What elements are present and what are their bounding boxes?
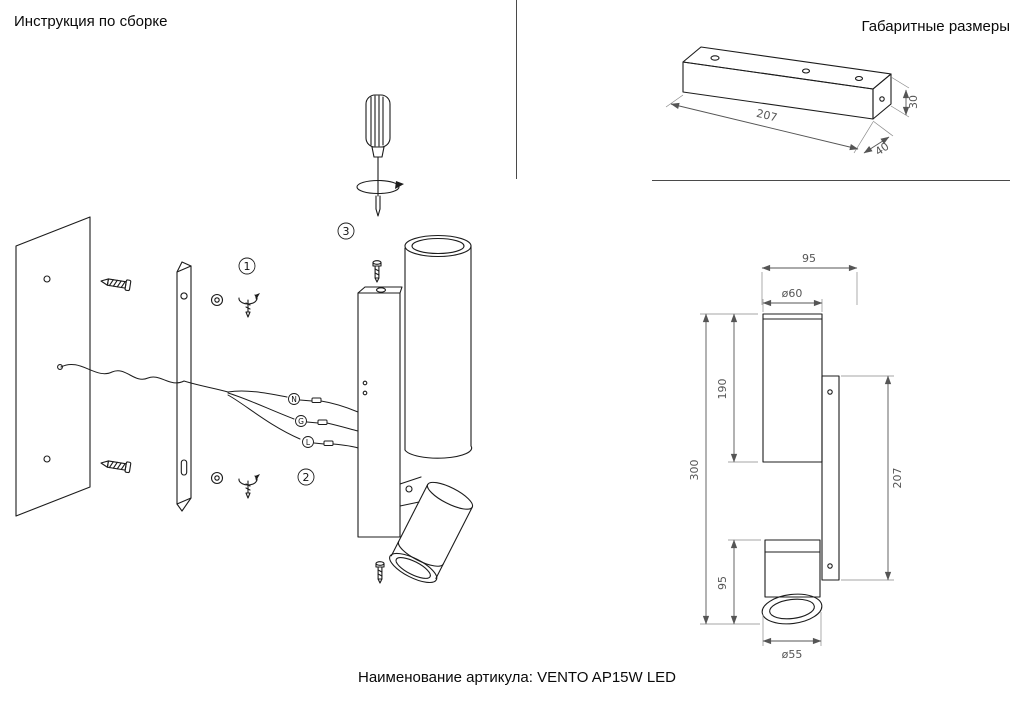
dim-spot-diameter: ø55 [782,648,803,661]
step-3-badge: 3 [337,222,355,240]
dimensions-section-title: Габаритные размеры [861,18,1010,35]
step-2-badge: 2 [297,468,315,486]
dim-bracket-depth: 40 [873,140,892,159]
top-center-divider [516,0,517,179]
wire-label-live: L [306,438,311,447]
lamp-spotlight [389,481,474,584]
mounting-screw-top [99,275,132,292]
wire-label-ground: G [298,417,304,426]
lamp-head-cylinder [404,234,473,459]
article-name: Наименование артикула: VENTO AP15W LED [357,669,677,686]
lamp-body [357,286,403,538]
step-1-badge: 1 [238,257,256,275]
washer-bottom [210,471,224,485]
fixing-bolt-bottom [375,561,385,584]
screw-turn-icon-top [238,292,261,318]
right-section-divider [652,180,1010,181]
lamp-side-view [761,313,840,625]
wiring [60,364,359,449]
dim-overall-height: 300 [688,460,701,481]
wire-label-neutral: N [291,395,297,404]
wall-plate [15,216,91,517]
spotlight-mount [399,476,422,507]
washer-top [210,293,224,307]
screwdriver [356,94,404,217]
dim-head-diameter: ø60 [782,287,803,300]
dim-bracket-length: 207 [755,107,778,125]
screw-turn-icon-bottom [238,473,261,499]
dimensions-diagram: 207 40 30 95 ø60 [665,46,920,661]
wire-terminal-labels: N G L [288,393,314,448]
bracket-3d-view [682,46,892,120]
fixing-bolt-top [372,260,382,283]
step-1-number: 1 [244,260,251,273]
dim-head-height: 190 [716,379,729,400]
dim-spot-section-height: 95 [716,576,729,590]
step-2-number: 2 [303,471,310,484]
assembly-diagram: 1 2 3 [15,94,474,584]
step-3-number: 3 [343,225,350,238]
dim-plate-height: 207 [891,468,904,489]
side-view-dimensions: 95 ø60 300 190 95 207 [688,252,904,661]
bracket-dimensions: 207 40 30 [665,76,920,159]
dim-top-width: 95 [802,252,816,265]
assembly-section-title: Инструкция по сборке [14,13,168,30]
wall-bracket-strip [176,261,192,512]
dim-bracket-height: 30 [907,95,920,109]
mounting-screw-bottom [99,457,132,474]
